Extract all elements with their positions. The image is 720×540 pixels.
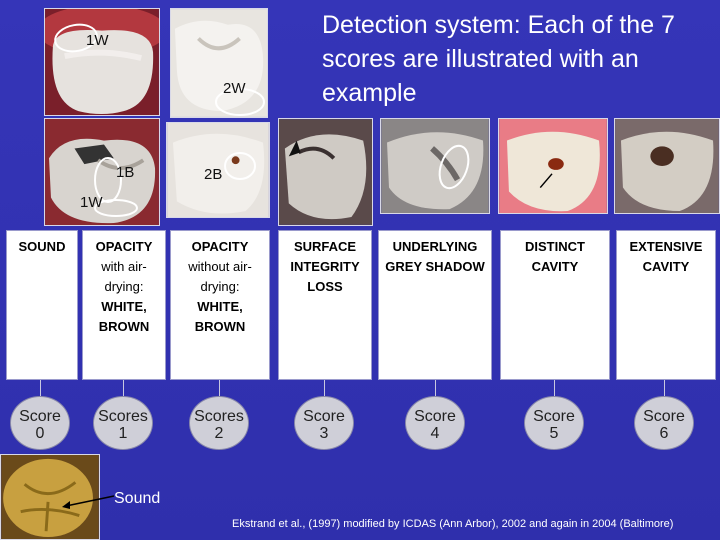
score-word: Score (19, 408, 61, 425)
tooth-image (279, 119, 372, 225)
score-word: Scores (98, 408, 148, 425)
score-word: Score (414, 408, 456, 425)
photo-label: 1B (116, 164, 135, 181)
score-number: 2 (214, 425, 224, 442)
photo-opacity-white-wet (170, 8, 268, 118)
connector-line (123, 380, 124, 396)
score-number: 4 (430, 425, 440, 442)
category-tail: WHITE, BROWN (98, 299, 150, 334)
photo-label: 1W (80, 194, 103, 211)
connector-line (40, 380, 41, 396)
category-title: SURFACE INTEGRITY LOSS (290, 239, 360, 294)
tooth-image (615, 119, 719, 213)
score-number: 6 (659, 425, 669, 442)
photo-label: 2W (223, 80, 246, 97)
slide-title: Detection system: Each of the 7 scores a… (322, 11, 675, 107)
category-title: OPACITY (191, 239, 249, 254)
category-title: DISTINCT CAVITY (525, 239, 585, 274)
connector-line (435, 380, 436, 396)
tooth-image (1, 455, 99, 539)
score-word: Score (303, 408, 345, 425)
category-title: SOUND (18, 239, 66, 254)
score-oval-0: Score 0 (10, 396, 70, 450)
score-word: Score (533, 408, 575, 425)
category-subtitle: with air-drying: (101, 259, 147, 294)
tooth-image (171, 9, 267, 117)
citation: Ekstrand et al., (1997) modified by ICDA… (232, 518, 674, 530)
category-box-0: SOUND (6, 230, 78, 380)
photo-label: 2B (204, 166, 223, 183)
score-oval-4: Score 4 (405, 396, 465, 450)
score-number: 0 (35, 425, 45, 442)
score-word: Scores (194, 408, 244, 425)
photo-label: 1W (86, 32, 109, 49)
photo-grey-shadow (380, 118, 490, 214)
score-oval-1: Scores 1 (93, 396, 153, 450)
sound-arrow-icon (62, 495, 115, 509)
tooth-image (381, 119, 489, 213)
category-box-1: OPACITY with air-drying: WHITE, BROWN (82, 230, 166, 380)
category-title: OPACITY (95, 239, 153, 254)
score-oval-2: Scores 2 (189, 396, 249, 450)
score-word: Score (643, 408, 685, 425)
score-oval-6: Score 6 (634, 396, 694, 450)
category-box-4: UNDERLYING GREY SHADOW (378, 230, 492, 380)
category-box-3: SURFACE INTEGRITY LOSS (278, 230, 372, 380)
category-box-6: EXTENSIVE CAVITY (616, 230, 716, 380)
category-box-5: DISTINCT CAVITY (500, 230, 610, 380)
tooth-image (45, 9, 159, 115)
connector-line (664, 380, 665, 396)
connector-line (324, 380, 325, 396)
photo-distinct-cavity (498, 118, 608, 214)
connector-line (219, 380, 220, 396)
score-number: 5 (549, 425, 559, 442)
score-number: 1 (118, 425, 128, 442)
score-number: 3 (319, 425, 329, 442)
score-oval-5: Score 5 (524, 396, 584, 450)
photo-sound-tooth (0, 454, 100, 540)
category-box-2: OPACITY without air-drying: WHITE, BROWN (170, 230, 270, 380)
sound-label: Sound (114, 490, 161, 507)
category-subtitle: without air-drying: (188, 259, 252, 294)
score-oval-3: Score 3 (294, 396, 354, 450)
photo-extensive-cavity (614, 118, 720, 214)
category-title: EXTENSIVE CAVITY (629, 239, 703, 274)
tooth-image (499, 119, 607, 213)
connector-line (554, 380, 555, 396)
photo-opacity-white-dry (44, 8, 160, 116)
photo-surface-loss (278, 118, 373, 226)
category-title: UNDERLYING GREY SHADOW (385, 239, 485, 274)
category-tail: WHITE, BROWN (194, 299, 246, 334)
